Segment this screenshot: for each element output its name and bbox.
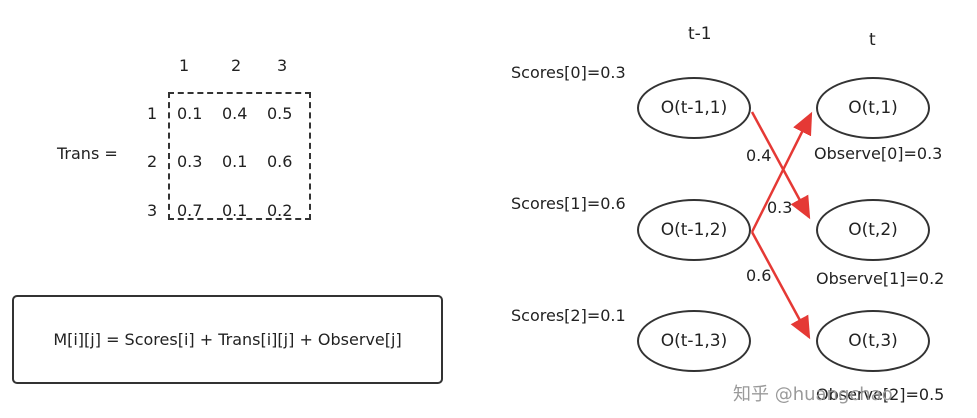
node-prev-2: O(t-1,2) bbox=[637, 199, 751, 261]
node-prev-1: O(t-1,1) bbox=[637, 77, 751, 139]
matrix-cell: 0.6 bbox=[267, 152, 293, 171]
observe-label: Observe[1]=0.2 bbox=[816, 269, 945, 288]
node-current-3: O(t,3) bbox=[816, 310, 930, 372]
formula-box: M[i][j] = Scores[i] + Trans[i][j] + Obse… bbox=[12, 295, 443, 384]
node-label: O(t-1,2) bbox=[660, 220, 728, 240]
edge-label: 0.3 bbox=[767, 198, 793, 217]
matrix-col-header: 1 bbox=[179, 56, 190, 75]
matrix-cell: 0.4 bbox=[222, 104, 248, 123]
column-label-prev: t-1 bbox=[688, 24, 712, 44]
node-current-1: O(t,1) bbox=[816, 77, 930, 139]
score-label: Scores[0]=0.3 bbox=[511, 63, 626, 82]
score-label: Scores[1]=0.6 bbox=[511, 194, 626, 213]
node-label: O(t-1,1) bbox=[660, 98, 728, 118]
matrix-cell: 0.2 bbox=[267, 201, 293, 220]
observe-label: Observe[0]=0.3 bbox=[814, 144, 943, 163]
edge-label: 0.6 bbox=[746, 266, 772, 285]
observe-label: Observe[2]=0.5 bbox=[816, 385, 945, 404]
edge-label: 0.4 bbox=[746, 146, 772, 165]
matrix-name: Trans = bbox=[57, 144, 118, 163]
column-label-current: t bbox=[869, 30, 876, 50]
edge-1-to-2 bbox=[750, 111, 811, 220]
score-label: Scores[2]=0.1 bbox=[511, 306, 626, 325]
node-current-2: O(t,2) bbox=[816, 199, 930, 261]
matrix-cell: 0.1 bbox=[222, 201, 248, 220]
matrix-cell: 0.5 bbox=[267, 104, 293, 123]
matrix-cell: 0.1 bbox=[222, 152, 248, 171]
watermark: 知乎 @huangchao bbox=[733, 384, 893, 405]
matrix-bracket bbox=[168, 92, 311, 220]
node-prev-3: O(t-1,3) bbox=[637, 310, 751, 372]
edge-2-to-1 bbox=[750, 111, 813, 233]
matrix-cell: 0.3 bbox=[177, 152, 203, 171]
matrix-row-header: 2 bbox=[147, 152, 158, 171]
matrix-cell: 0.7 bbox=[177, 201, 203, 220]
matrix-row-header: 3 bbox=[147, 201, 158, 220]
matrix-col-header: 2 bbox=[231, 56, 242, 75]
node-label: O(t,1) bbox=[848, 98, 898, 118]
formula-text: M[i][j] = Scores[i] + Trans[i][j] + Obse… bbox=[53, 330, 402, 349]
node-label: O(t,3) bbox=[848, 331, 898, 351]
matrix-cell: 0.1 bbox=[177, 104, 203, 123]
matrix-col-header: 3 bbox=[277, 56, 288, 75]
edge-2-to-3 bbox=[750, 231, 811, 340]
node-label: O(t,2) bbox=[848, 220, 898, 240]
matrix-row-header: 1 bbox=[147, 104, 158, 123]
node-label: O(t-1,3) bbox=[660, 331, 728, 351]
